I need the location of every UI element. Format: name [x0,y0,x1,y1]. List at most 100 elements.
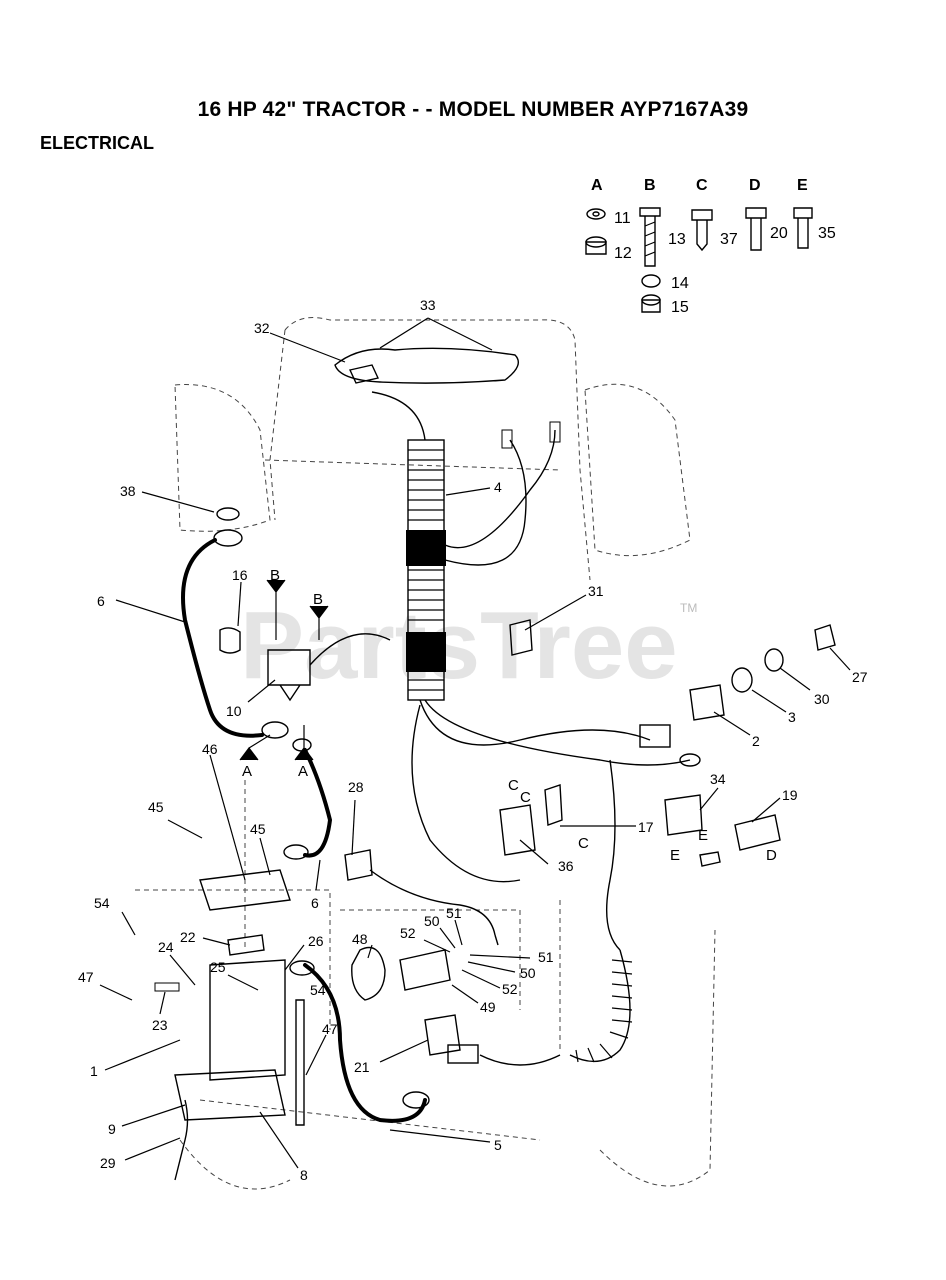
nut-icon [292,738,312,752]
battery-strap-icon [227,934,265,956]
ring-terminal-icon [283,844,309,860]
key-letter-d: D [749,177,761,194]
right-components [499,624,836,867]
bolt-icon [295,999,305,1126]
callout: 34 [710,771,726,787]
fuse-holder-icon [154,982,180,992]
battery-cable-icon [303,748,333,858]
bracket-icon [509,619,533,656]
nut-icon [731,667,753,693]
callout-letter-c: C [520,789,531,806]
lockwasher-icon [586,208,606,220]
leader-2 [713,711,751,736]
terminal-icon [501,429,513,449]
pointer-a2 [294,725,314,761]
leader-36 [519,839,549,865]
callout: 50 [520,965,536,981]
ring-terminal-icon [402,1091,430,1109]
leader-1 [104,1039,181,1071]
callout: 29 [100,1155,116,1171]
coil-cord-icon [569,949,631,1063]
callout: 31 [588,583,604,599]
pointer-b1 [266,579,286,640]
washer-hole-icon [592,211,600,217]
callout: 2 [752,733,760,749]
callout: 22 [180,929,196,945]
battery-cable-icon [181,538,264,738]
connector-icon [344,849,373,881]
leader-50a [439,927,456,949]
callout: 54 [94,895,110,911]
callout: 51 [538,949,554,965]
battery-hold-down-icon [199,869,291,911]
leader-lines [99,317,851,1169]
nut-top-icon [585,236,607,248]
tractor-ghost-outline [135,317,716,1190]
leader-21 [379,1039,429,1063]
section-title: ELECTRICAL [40,133,154,153]
connector-plug-icon [349,364,379,384]
nut-icon [585,241,607,255]
leader-34 [699,787,719,811]
leader-46 [209,754,246,881]
leader-4 [445,487,491,496]
leader-10 [247,679,276,703]
callout: 24 [158,939,174,955]
callout: 8 [300,1167,308,1183]
nut-icon [764,648,784,672]
callout: 47 [78,969,94,985]
harness-branch-icon [444,429,556,566]
knob-icon [814,624,836,651]
leader-32 [269,332,346,363]
callout: 45 [148,799,164,815]
leader-47 [99,984,133,1001]
switch-body-icon [424,1014,461,1056]
callout: 50 [424,913,440,929]
callout-letter-a: A [298,763,308,780]
vent-tube-icon [174,1099,189,1181]
key-letter-c: C [696,177,708,194]
screw-icon [691,209,713,252]
leader-6 [115,599,186,623]
callout: 38 [120,483,136,499]
ignition-switch-icon [689,684,725,721]
leader-3 [751,689,787,713]
callout: 52 [502,981,518,997]
callout: 49 [480,999,496,1015]
callout-letter-b: B [313,591,323,608]
callout: 1 [90,1063,98,1079]
part-number-callouts: 33 32 4 38 6 16 10 31 27 30 3 2 46 45 45… [78,297,868,1183]
switch-bracket-icon [664,794,703,836]
connector-icon [699,851,721,867]
leader-27 [829,647,851,671]
battery-tray-icon [174,1069,286,1121]
hardware-legend: A B C D E 11 12 13 14 15 37 20 35 [585,177,836,316]
key-e-number-35: 35 [818,225,836,242]
key-letter-a: A [591,177,603,194]
callout-letter-e: E [698,827,708,844]
callout: 47 [322,1021,338,1037]
bolt-shank-icon [644,216,656,267]
callout: 54 [310,982,326,998]
wire-icon [479,1054,561,1066]
key-b-number-14: 14 [671,275,689,292]
switch-icon [544,784,563,826]
wire-end-icon [494,934,499,946]
terminal-icon [549,421,561,443]
leader-51b [469,954,531,959]
letter-callouts: B B A A C C C E E D [242,567,777,864]
leader-6b [315,859,321,891]
plug-icon [447,1044,479,1064]
leader-30 [779,667,811,691]
callout: 10 [226,703,242,719]
sleeve-coil-icon [408,449,444,691]
key-b-number-13: 13 [668,231,686,248]
ring-terminal-icon [679,753,701,767]
ring-terminal-icon [213,529,243,547]
leader-8 [259,1111,299,1169]
leader-9 [121,1104,186,1127]
leader-49 [451,984,479,1004]
leader-22 [202,937,231,946]
leader-54 [121,911,136,936]
